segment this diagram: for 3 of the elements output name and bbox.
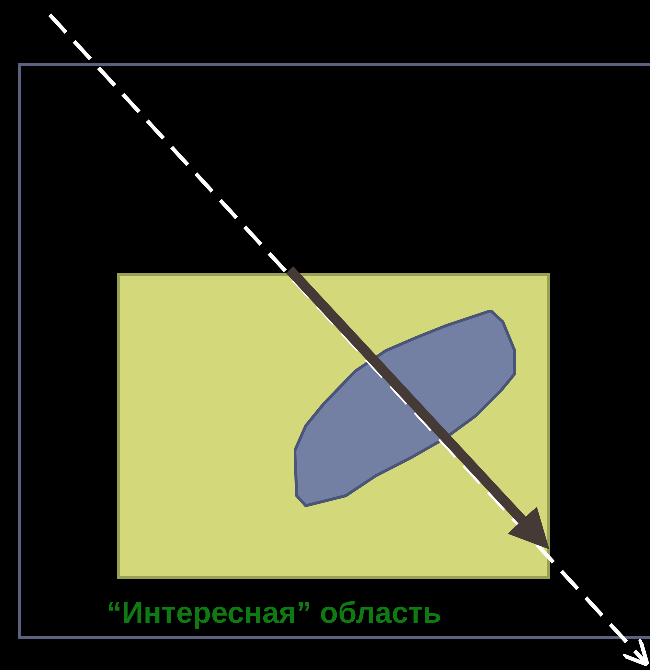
outer-frame (18, 63, 650, 639)
blob-shape (294, 310, 518, 508)
region-caption: “Интересная” область (107, 597, 442, 631)
